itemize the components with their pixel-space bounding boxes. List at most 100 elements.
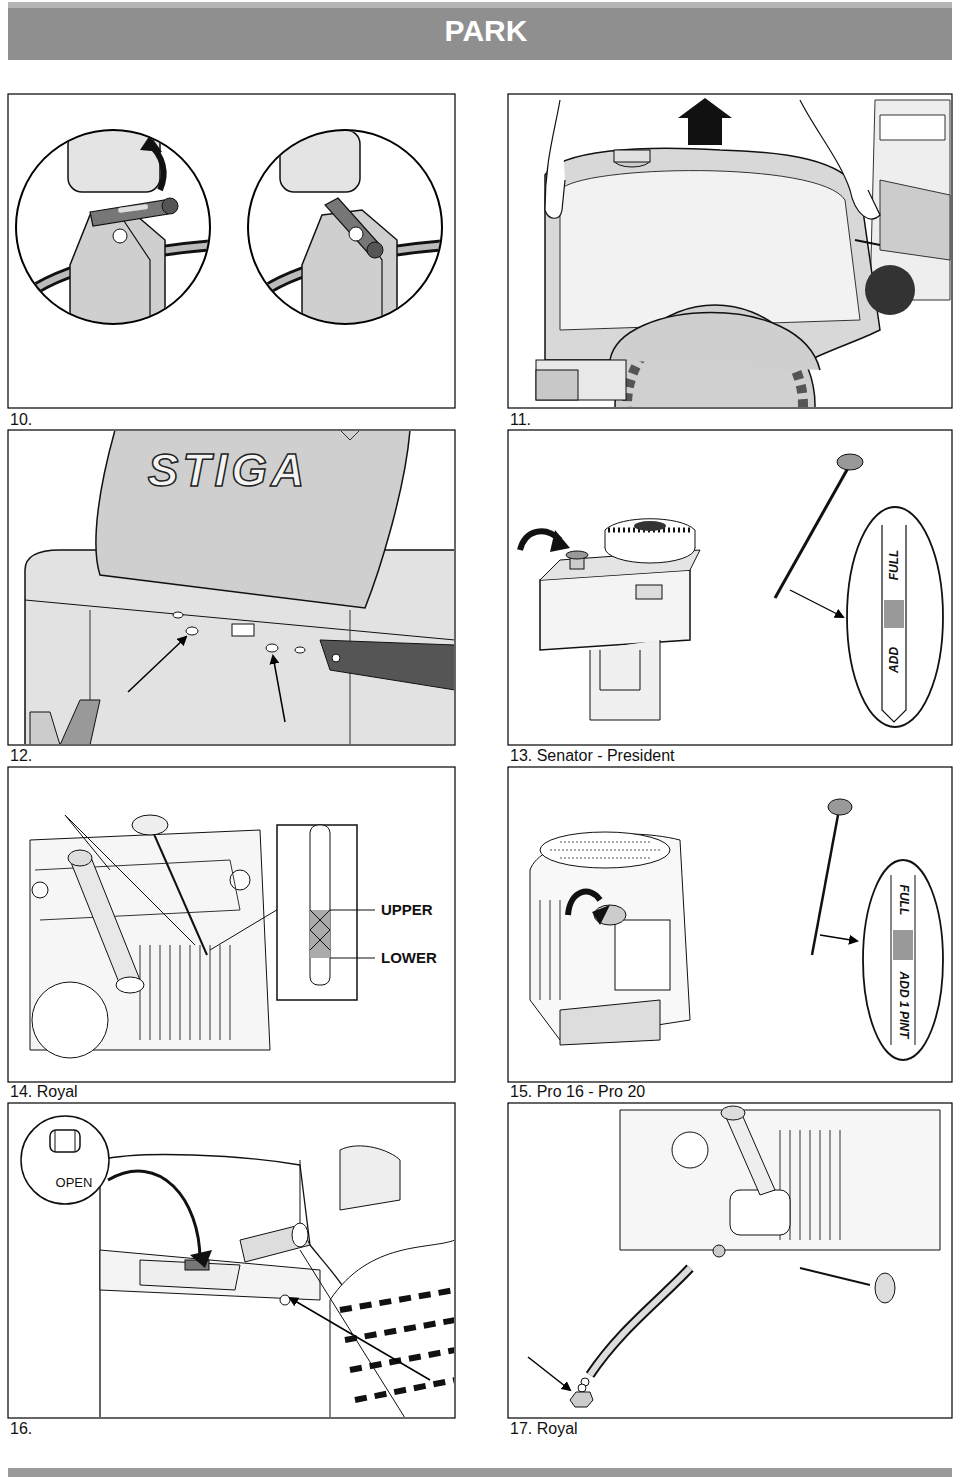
oil-check-royal-part [330, 958, 375, 959]
drain-valve-illustration-part [100, 1155, 360, 1417]
seat-lever-detail-part-part [118, 204, 148, 213]
lift-body-illustration-part [536, 370, 578, 400]
seat-lever-detail-part-part [0, 100, 240, 360]
seat-mount-illustration-part [332, 654, 340, 662]
open-icon [21, 1116, 109, 1204]
lift-body-illustration-part [865, 265, 915, 315]
seat-mount-illustration [25, 431, 454, 744]
oil-drain-royal-part [725, 1110, 775, 1195]
dipstick-mark: ADD [888, 647, 902, 673]
oil-check-pro-part [592, 905, 610, 925]
dipstick-mark: FULL [896, 885, 910, 916]
oil-check-pro-part [812, 815, 838, 955]
panel-frame-part [508, 430, 952, 745]
oil-drain-royal-part [721, 1106, 745, 1120]
oil-check-royal-part [116, 977, 144, 993]
seat-mount-illustration-part [266, 644, 278, 652]
oil-drain-royal-part [713, 1245, 725, 1257]
oil-check-pro-part [550, 842, 660, 858]
seat-lever-detail-part [0, 100, 240, 360]
oil-check-royal-part [32, 982, 108, 1058]
oil-drain-royal-part [800, 1268, 870, 1285]
seat-lever-detail-part [16, 130, 210, 324]
oil-check-royal-part [210, 905, 285, 950]
panel-frame-part [8, 1103, 455, 1418]
seat-mount-illustration-part [350, 610, 351, 744]
figure-caption: 10. [10, 411, 32, 429]
seat-lever-detail-part-part [113, 229, 127, 243]
figure-caption: 14. Royal [10, 1083, 78, 1101]
open-icon-part [21, 1116, 109, 1204]
seat-mount-illustration-part [232, 624, 254, 636]
oil-drain-royal-part [590, 1268, 690, 1375]
lift-body-illustration-part [880, 115, 945, 140]
seat-mount-illustration-part [295, 647, 305, 653]
oil-check-royal-part [330, 910, 375, 911]
title-bar-part [8, 2, 952, 8]
oil-check-senator-part [605, 519, 695, 548]
page-title: PARK [445, 14, 528, 49]
seat-mount-illustration-part [25, 600, 454, 640]
seat-mount-illustration-part [96, 431, 410, 608]
panel-frame-part [508, 767, 952, 1082]
level-label: UPPER [381, 901, 433, 918]
oil-check-senator-part [837, 454, 863, 470]
drain-valve-illustration-part [280, 1295, 290, 1305]
oil-check-pro-part [560, 1000, 660, 1045]
oil-check-royal-part [132, 815, 168, 835]
drain-valve-illustration-part [100, 1250, 320, 1300]
figure-caption: 17. Royal [510, 1420, 578, 1438]
oil-drain-royal-part [620, 1110, 940, 1250]
valve-label: OPEN [54, 1176, 95, 1191]
oil-check-royal [30, 815, 375, 1058]
oil-drain-royal-part [570, 1392, 593, 1407]
oil-check-senator-part [634, 521, 666, 531]
level-label: LOWER [381, 949, 437, 966]
drain-valve-illustration-part [140, 1260, 240, 1290]
lift-body-illustration-part [678, 98, 732, 145]
oil-check-pro-part [891, 875, 915, 1045]
oil-check-royal-part [150, 825, 207, 955]
seat-lever-detail-part-part [70, 210, 165, 330]
oil-check-senator-part [636, 585, 662, 599]
drain-valve-illustration-part [340, 1290, 454, 1400]
oil-check-senator-part [566, 551, 588, 559]
oil-check-senator-part [540, 570, 690, 650]
oil-check-pro-part [540, 832, 670, 868]
panel-frame-part [8, 430, 455, 745]
oil-check-senator-part [775, 468, 848, 598]
oil-check-senator-part [882, 525, 906, 722]
panel-frame-part [508, 1103, 952, 1418]
figure-caption: 16. [10, 1420, 32, 1438]
oil-check-royal-part [277, 825, 357, 1000]
seat-lever-detail-part-part [90, 200, 168, 226]
lift-body-illustration-part [855, 240, 880, 245]
seat-mount-illustration-part [320, 640, 454, 690]
oil-check-royal-part [140, 945, 230, 1040]
oil-check-royal-part [70, 855, 140, 985]
oil-drain-royal-part [730, 1190, 790, 1235]
seat-mount-illustration-part [30, 712, 60, 744]
oil-check-royal-part [32, 882, 48, 898]
figure-caption: 13. Senator - President [510, 747, 675, 765]
open-icon-part [55, 1130, 75, 1152]
oil-check-royal-part [35, 860, 240, 920]
oil-check-pro-part [863, 860, 943, 1060]
title-bar [8, 2, 952, 60]
drain-valve-illustration [100, 1146, 454, 1417]
drain-valve-illustration-part [290, 1298, 430, 1380]
oil-check-royal-part [310, 910, 330, 958]
drain-valve-illustration-part [292, 1223, 308, 1247]
panel-frame-part [8, 94, 455, 408]
panel-frame [8, 94, 952, 1418]
drain-valve-illustration-part [108, 1171, 200, 1260]
seat-mount-illustration-part [60, 700, 100, 744]
drain-valve-illustration-part [300, 1250, 405, 1417]
figure-caption: 11. [510, 411, 531, 429]
lift-body-illustration-part [800, 100, 880, 219]
drain-valve-illustration-part [190, 1250, 212, 1268]
oil-check-royal-part [65, 815, 195, 945]
seat-lever-detail-part-part [162, 198, 178, 214]
oil-check-royal-part [65, 815, 110, 870]
oil-check-royal-part [310, 825, 330, 985]
